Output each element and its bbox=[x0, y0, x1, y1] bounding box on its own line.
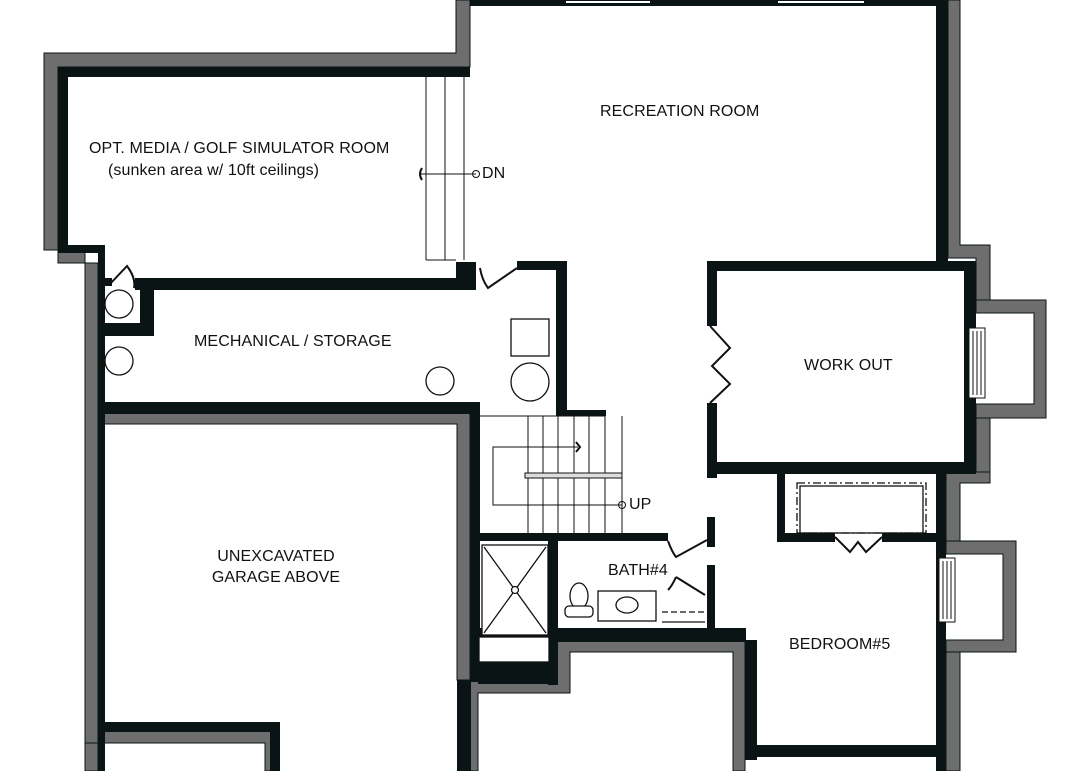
stairs-up bbox=[480, 415, 626, 534]
water-tank-icon bbox=[104, 346, 134, 376]
window-workout bbox=[968, 327, 986, 399]
interior-walls bbox=[58, 0, 976, 771]
fixtures bbox=[104, 289, 927, 663]
room-label-bath: BATH#4 bbox=[608, 562, 668, 579]
sump-pump-icon bbox=[425, 366, 455, 396]
closet-shelf bbox=[796, 482, 927, 534]
room-label-media: OPT. MEDIA / GOLF SIMULATOR ROOM bbox=[89, 140, 390, 157]
room-label-garage-line1: UNEXCAVATED bbox=[217, 548, 335, 565]
doors bbox=[109, 264, 883, 596]
room-label-recreation: RECREATION ROOM bbox=[600, 103, 760, 120]
stairs-down-label: DN bbox=[482, 165, 506, 182]
water-tank-icon bbox=[104, 289, 134, 319]
water-heater-icon bbox=[510, 362, 550, 402]
room-label-mechanical: MECHANICAL / STORAGE bbox=[194, 333, 392, 350]
room-label-bedroom: BEDROOM#5 bbox=[789, 636, 891, 653]
room-sublabel-media: (sunken area w/ 10ft ceilings) bbox=[108, 162, 320, 179]
window-bedroom bbox=[938, 557, 956, 623]
room-label-garage-line2: GARAGE ABOVE bbox=[211, 569, 341, 586]
toilet-icon bbox=[569, 582, 589, 610]
room-label-workout: WORK OUT bbox=[804, 357, 893, 374]
foundation-walls bbox=[43, 0, 1047, 771]
furnace-icon bbox=[510, 318, 550, 357]
stairs-up-label: UP bbox=[629, 496, 652, 513]
stairs-down bbox=[419, 77, 480, 261]
sink-icon bbox=[615, 596, 639, 614]
